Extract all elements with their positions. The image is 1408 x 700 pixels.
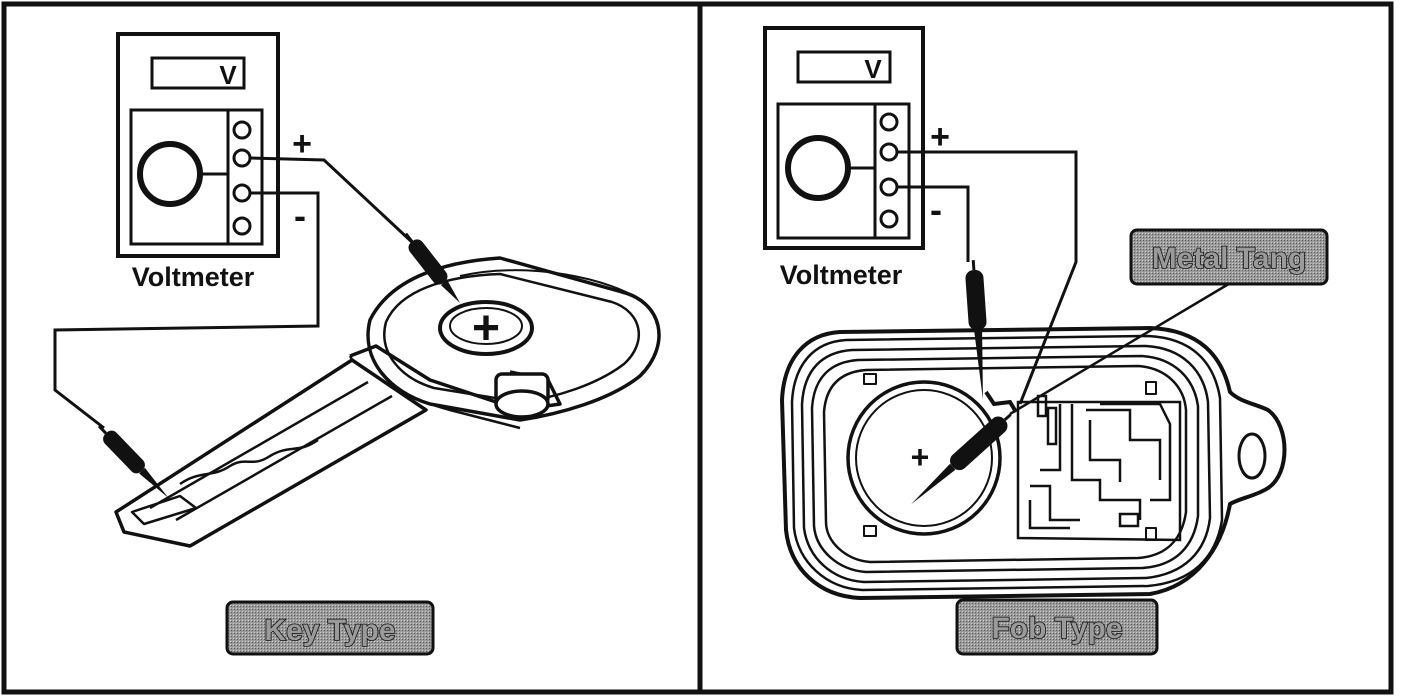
voltmeter-unit: V [864, 54, 882, 84]
dial-icon [785, 135, 851, 201]
voltmeter-unit: V [219, 60, 237, 90]
key-type-panel: V Voltmeter + - [53, 32, 661, 656]
probe-negative-key [97, 425, 169, 499]
metal-tang [984, 390, 1018, 414]
callout-leader [1009, 280, 1233, 416]
probe-positive-key [404, 232, 461, 303]
probe-negative-fob [965, 259, 987, 400]
battery-plus-fob: + [911, 439, 930, 475]
probe-positive-fob [911, 413, 1012, 505]
voltmeter-key: V Voltmeter [116, 32, 280, 292]
minus-sign-lead: - [930, 189, 942, 230]
circuit-board [1016, 394, 1182, 542]
test-leads [897, 150, 1078, 405]
minus-sign-lead: - [294, 195, 306, 236]
key-ring-hole [1237, 432, 1267, 480]
voltmeter-fob: V Voltmeter [763, 26, 925, 290]
key-type-label-text: Key Type [264, 614, 395, 647]
battery-fob: + [846, 380, 1002, 536]
fob-type-panel: V Voltmeter + - [763, 26, 1329, 656]
voltmeter-title: Voltmeter [780, 260, 903, 290]
plus-sign-lead: + [292, 125, 312, 163]
fob-type-label-text: Fob Type [991, 612, 1122, 645]
plus-sign-lead: + [930, 118, 950, 156]
battery-plus-key: + [472, 302, 500, 355]
fob-type-label: Fob Type [955, 598, 1159, 656]
terminal-jacks [879, 112, 899, 229]
voltmeter-display [150, 56, 246, 90]
metal-tang-callout: Metal Tang [1129, 228, 1329, 286]
voltmeter-title: Voltmeter [132, 262, 255, 292]
test-leads [53, 156, 416, 430]
dial-icon [137, 141, 203, 207]
metal-tang-callout-text: Metal Tang [1152, 242, 1306, 275]
voltmeter-display [796, 50, 892, 84]
key-type-label: Key Type [225, 600, 435, 656]
battery-key: + [438, 300, 534, 356]
